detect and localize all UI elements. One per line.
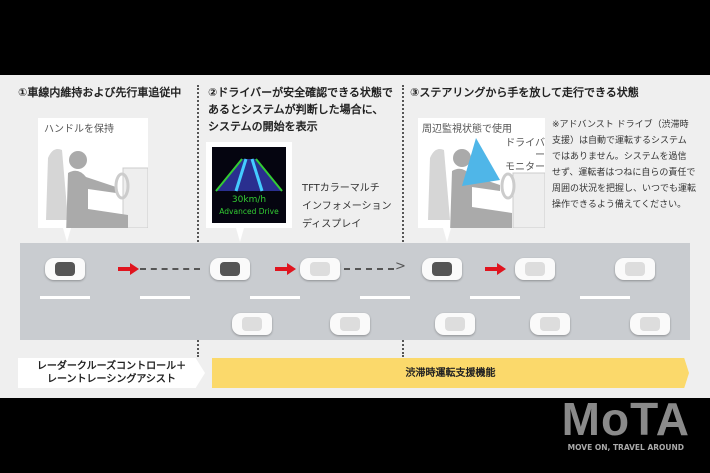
note-line: 操作できるよう備えてください。 xyxy=(552,200,687,210)
other-car xyxy=(330,313,370,335)
ego-car xyxy=(45,258,85,280)
other-car xyxy=(530,313,570,335)
lane-marking xyxy=(250,296,300,299)
caption: 周辺監視状態で使用 xyxy=(422,124,512,135)
display-speed: 30km/h xyxy=(231,195,267,205)
other-car xyxy=(630,313,670,335)
caption-line: インフォメーション xyxy=(302,201,392,212)
note-line: せず、運転者はつねに自らの責任で xyxy=(552,168,696,178)
title-line: ②ドライバーが安全確認できる状態で xyxy=(208,86,393,99)
band-line: レーントレーシングアシスト xyxy=(47,374,176,385)
label-line: モニター xyxy=(505,162,545,173)
tft-display-screen: 30km/h Advanced Drive xyxy=(212,147,286,223)
note-line: 支援）は自動で運転するシステム xyxy=(552,136,687,146)
following-distance-line xyxy=(140,268,200,270)
mota-logo: MoTA xyxy=(561,393,690,445)
red-arrow-icon xyxy=(118,263,139,275)
note-line: 周囲の状況を把握し、いつでも運転 xyxy=(552,184,697,194)
band-acc-lta: レーダークルーズコントロール＋ レーントレーシングアシスト xyxy=(18,358,205,388)
tft-display-frame: 30km/h Advanced Drive xyxy=(206,142,292,228)
driver-monitor-silhouette-icon xyxy=(428,138,545,228)
callout-pointer xyxy=(443,228,451,242)
driver-monitor-label: ドライバー モニター xyxy=(498,138,545,174)
note-line: ではありません。システムを過信 xyxy=(552,152,687,162)
divider xyxy=(402,85,404,357)
other-car xyxy=(615,258,655,280)
other-car xyxy=(435,313,475,335)
driver-holding-wheel-illustration: ハンドルを保持 xyxy=(38,118,148,228)
divider xyxy=(197,85,199,357)
ego-car xyxy=(422,258,462,280)
lane-marking xyxy=(580,296,630,299)
lead-car xyxy=(300,258,340,280)
note-line: ※アドバンスト ドライブ（渋滞時 xyxy=(552,120,689,130)
red-arrow-icon xyxy=(485,263,506,275)
step2-title: ②ドライバーが安全確認できる状態で あるとシステムが判断した場合に、 システムの… xyxy=(208,84,393,135)
title-line: システムの開始を表示 xyxy=(208,120,318,133)
chevron-right-icon: > xyxy=(395,259,406,274)
display-label: Advanced Drive xyxy=(219,207,279,216)
callout-pointer xyxy=(236,228,244,242)
callout-pointer xyxy=(63,228,71,242)
caption-line: ディスプレイ xyxy=(302,219,362,230)
ego-car xyxy=(210,258,250,280)
lane-marking xyxy=(140,296,190,299)
label-line: ドライバー xyxy=(505,138,545,161)
step1-title: ①車線内維持および先行車追従中 xyxy=(18,86,182,99)
following-distance-line xyxy=(344,268,394,270)
step3-title: ③ステアリングから手を放して走行できる状態 xyxy=(410,86,639,99)
lane-marking xyxy=(360,296,410,299)
lane-marking xyxy=(40,296,90,299)
caption-line: TFTカラーマルチ xyxy=(302,183,380,194)
display-caption: TFTカラーマルチ インフォメーション ディスプレイ xyxy=(302,180,392,234)
band-line: レーダークルーズコントロール＋ xyxy=(36,361,187,372)
logo-tagline: MOVE ON, TRAVEL AROUND xyxy=(567,443,684,452)
band-traffic-jam-assist: 渋滞時運転支援機能 xyxy=(212,358,689,388)
caption: ハンドルを保持 xyxy=(44,124,114,135)
red-arrow-icon xyxy=(275,263,296,275)
other-car xyxy=(232,313,272,335)
driver-silhouette-icon xyxy=(46,149,148,228)
hands-free-illustration: 周辺監視状態で使用 ドライバー モニター xyxy=(418,118,545,228)
disclaimer-note: ※アドバンスト ドライブ（渋滞時 支援）は自動で運転するシステム ではありません… xyxy=(552,117,696,213)
title-line: あるとシステムが判断した場合に、 xyxy=(208,103,384,116)
other-car xyxy=(515,258,555,280)
lane-marking xyxy=(470,296,520,299)
lane-display-icon xyxy=(215,158,283,192)
